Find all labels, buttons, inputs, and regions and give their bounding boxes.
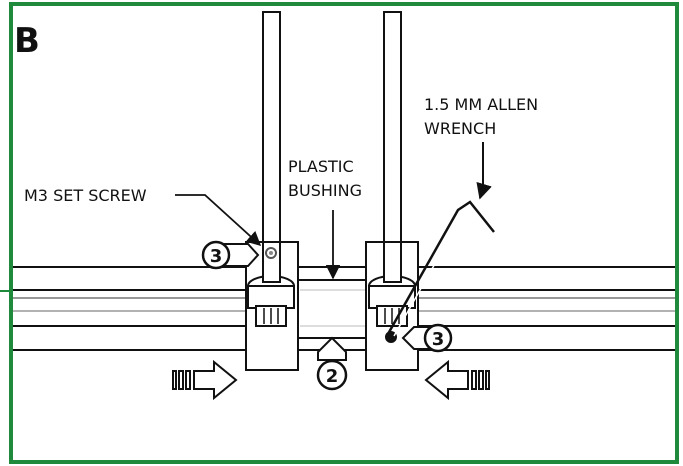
panel-letter: B — [14, 21, 40, 61]
left-push-arrow — [172, 359, 238, 401]
step-callout-right-screw: 3 — [401, 323, 453, 353]
step-callout-left-screw: 3 — [201, 240, 260, 270]
allen-wrench — [386, 200, 495, 337]
wrench-label-line1: 1.5 MM ALLEN — [424, 95, 538, 114]
right-push-arrow — [424, 359, 490, 401]
left-carriage-block — [245, 241, 299, 371]
step-callout-bushing: 2 — [316, 336, 348, 391]
bushing-label-line1: PLASTIC — [288, 157, 354, 176]
right-carriage-block — [365, 241, 419, 371]
wrench-label-line2: WRENCH — [424, 119, 496, 138]
bushing-label-line2: BUSHING — [288, 181, 362, 200]
svg-text:3: 3 — [432, 329, 445, 350]
plastic-bushing — [295, 279, 369, 339]
svg-text:3: 3 — [210, 246, 223, 267]
panel-border — [9, 2, 679, 464]
svg-text:2: 2 — [326, 366, 339, 387]
set-screw-leader — [175, 194, 262, 246]
right-set-screw — [385, 331, 397, 343]
wrench-leader — [476, 142, 492, 200]
set-screw-label: M3 SET SCREW — [24, 186, 147, 205]
